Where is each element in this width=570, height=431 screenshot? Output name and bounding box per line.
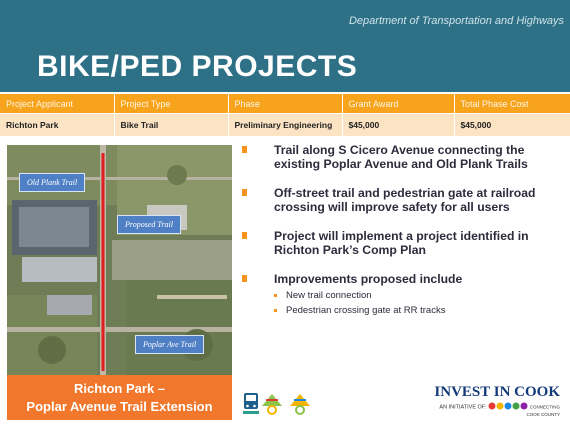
column-header: Total Phase Cost — [454, 94, 570, 114]
brand-title: INVEST IN COOK — [434, 384, 560, 400]
sub-list-item: Pedestrian crossing gate at RR tracks — [274, 303, 560, 318]
column-header: Grant Award — [342, 94, 455, 114]
sub-bullet-list: New trail connection Pedestrian crossing… — [274, 288, 560, 318]
connecting-logo-mark — [488, 402, 528, 410]
table-cell: $45,000 — [454, 113, 570, 136]
map-caption-line1: Richton Park – — [73, 381, 166, 396]
bullet-marker — [242, 275, 247, 282]
mode-icons — [242, 392, 322, 416]
slide-title: BIKE/PED PROJECTS — [37, 50, 358, 83]
bullet-marker — [242, 146, 247, 153]
bullet-marker — [242, 189, 247, 196]
column-header: Phase — [228, 94, 343, 114]
list-item: Trail along S Cicero Avenue connecting t… — [240, 143, 560, 171]
table-cell: Preliminary Engineering — [228, 113, 343, 136]
table-row: Richton Park Bike Trail Preliminary Engi… — [0, 113, 570, 136]
sub-bullet-text: New trail connection — [286, 290, 372, 301]
column-header: Project Applicant — [0, 94, 115, 114]
project-table: Project Applicant Project Type Phase Gra… — [0, 94, 570, 136]
bullet-text: Project will implement a project identif… — [274, 229, 529, 257]
map-label-proposed: Proposed Trail — [117, 215, 181, 234]
bullet-list: Trail along S Cicero Avenue connecting t… — [240, 143, 560, 318]
sub-list-item: New trail connection — [274, 288, 560, 303]
connecting-logo-text: CONNECTING COOK COUNTY — [526, 404, 560, 417]
sub-bullet-marker — [274, 309, 277, 312]
invest-in-cook-logo: INVEST IN COOK AN INITIATIVE OF: CONNECT… — [430, 384, 560, 418]
bullet-text: Improvements proposed include — [274, 272, 463, 286]
sub-bullet-text: Pedestrian crossing gate at RR tracks — [286, 305, 446, 316]
map-label-old-plank: Old Plank Trail — [19, 173, 86, 192]
transit-icon — [243, 393, 259, 414]
bicycle-icon — [262, 394, 282, 415]
bullet-text: Trail along S Cicero Avenue connecting t… — [274, 143, 528, 171]
map-caption-line2: Poplar Avenue Trail Extension — [26, 399, 213, 414]
connecting-cook-county-logo — [488, 402, 528, 412]
list-item: Off-street trail and pedestrian gate at … — [240, 186, 560, 214]
mode-icons-svg — [243, 393, 310, 415]
brand-initiative-label: AN INITIATIVE OF: — [439, 404, 487, 411]
bullet-marker — [242, 232, 247, 239]
table-cell: Bike Trail — [114, 113, 229, 136]
map-label-poplar-ave: Poplar Ave Trail — [135, 335, 205, 354]
pedestrian-icon — [290, 394, 310, 415]
sub-bullet-marker — [274, 294, 277, 297]
list-item: Improvements proposed include New trail … — [240, 272, 560, 318]
aerial-map-image — [7, 145, 232, 375]
brand-initiative: AN INITIATIVE OF: CONNECTING COOK COUNTY — [430, 402, 560, 418]
slide-header: Department of Transportation and Highway… — [0, 0, 570, 92]
list-item: Project will implement a project identif… — [240, 229, 560, 257]
table-cell: Richton Park — [0, 113, 115, 136]
aerial-map: Old Plank Trail Proposed Trail Poplar Av… — [7, 145, 232, 375]
bullet-text: Off-street trail and pedestrian gate at … — [274, 186, 536, 214]
map-caption: Richton Park – Poplar Avenue Trail Exten… — [7, 375, 232, 420]
table-header-row: Project Applicant Project Type Phase Gra… — [0, 94, 570, 114]
department-label: Department of Transportation and Highway… — [348, 15, 564, 27]
column-header: Project Type — [114, 94, 229, 114]
table-cell: $45,000 — [342, 113, 455, 136]
